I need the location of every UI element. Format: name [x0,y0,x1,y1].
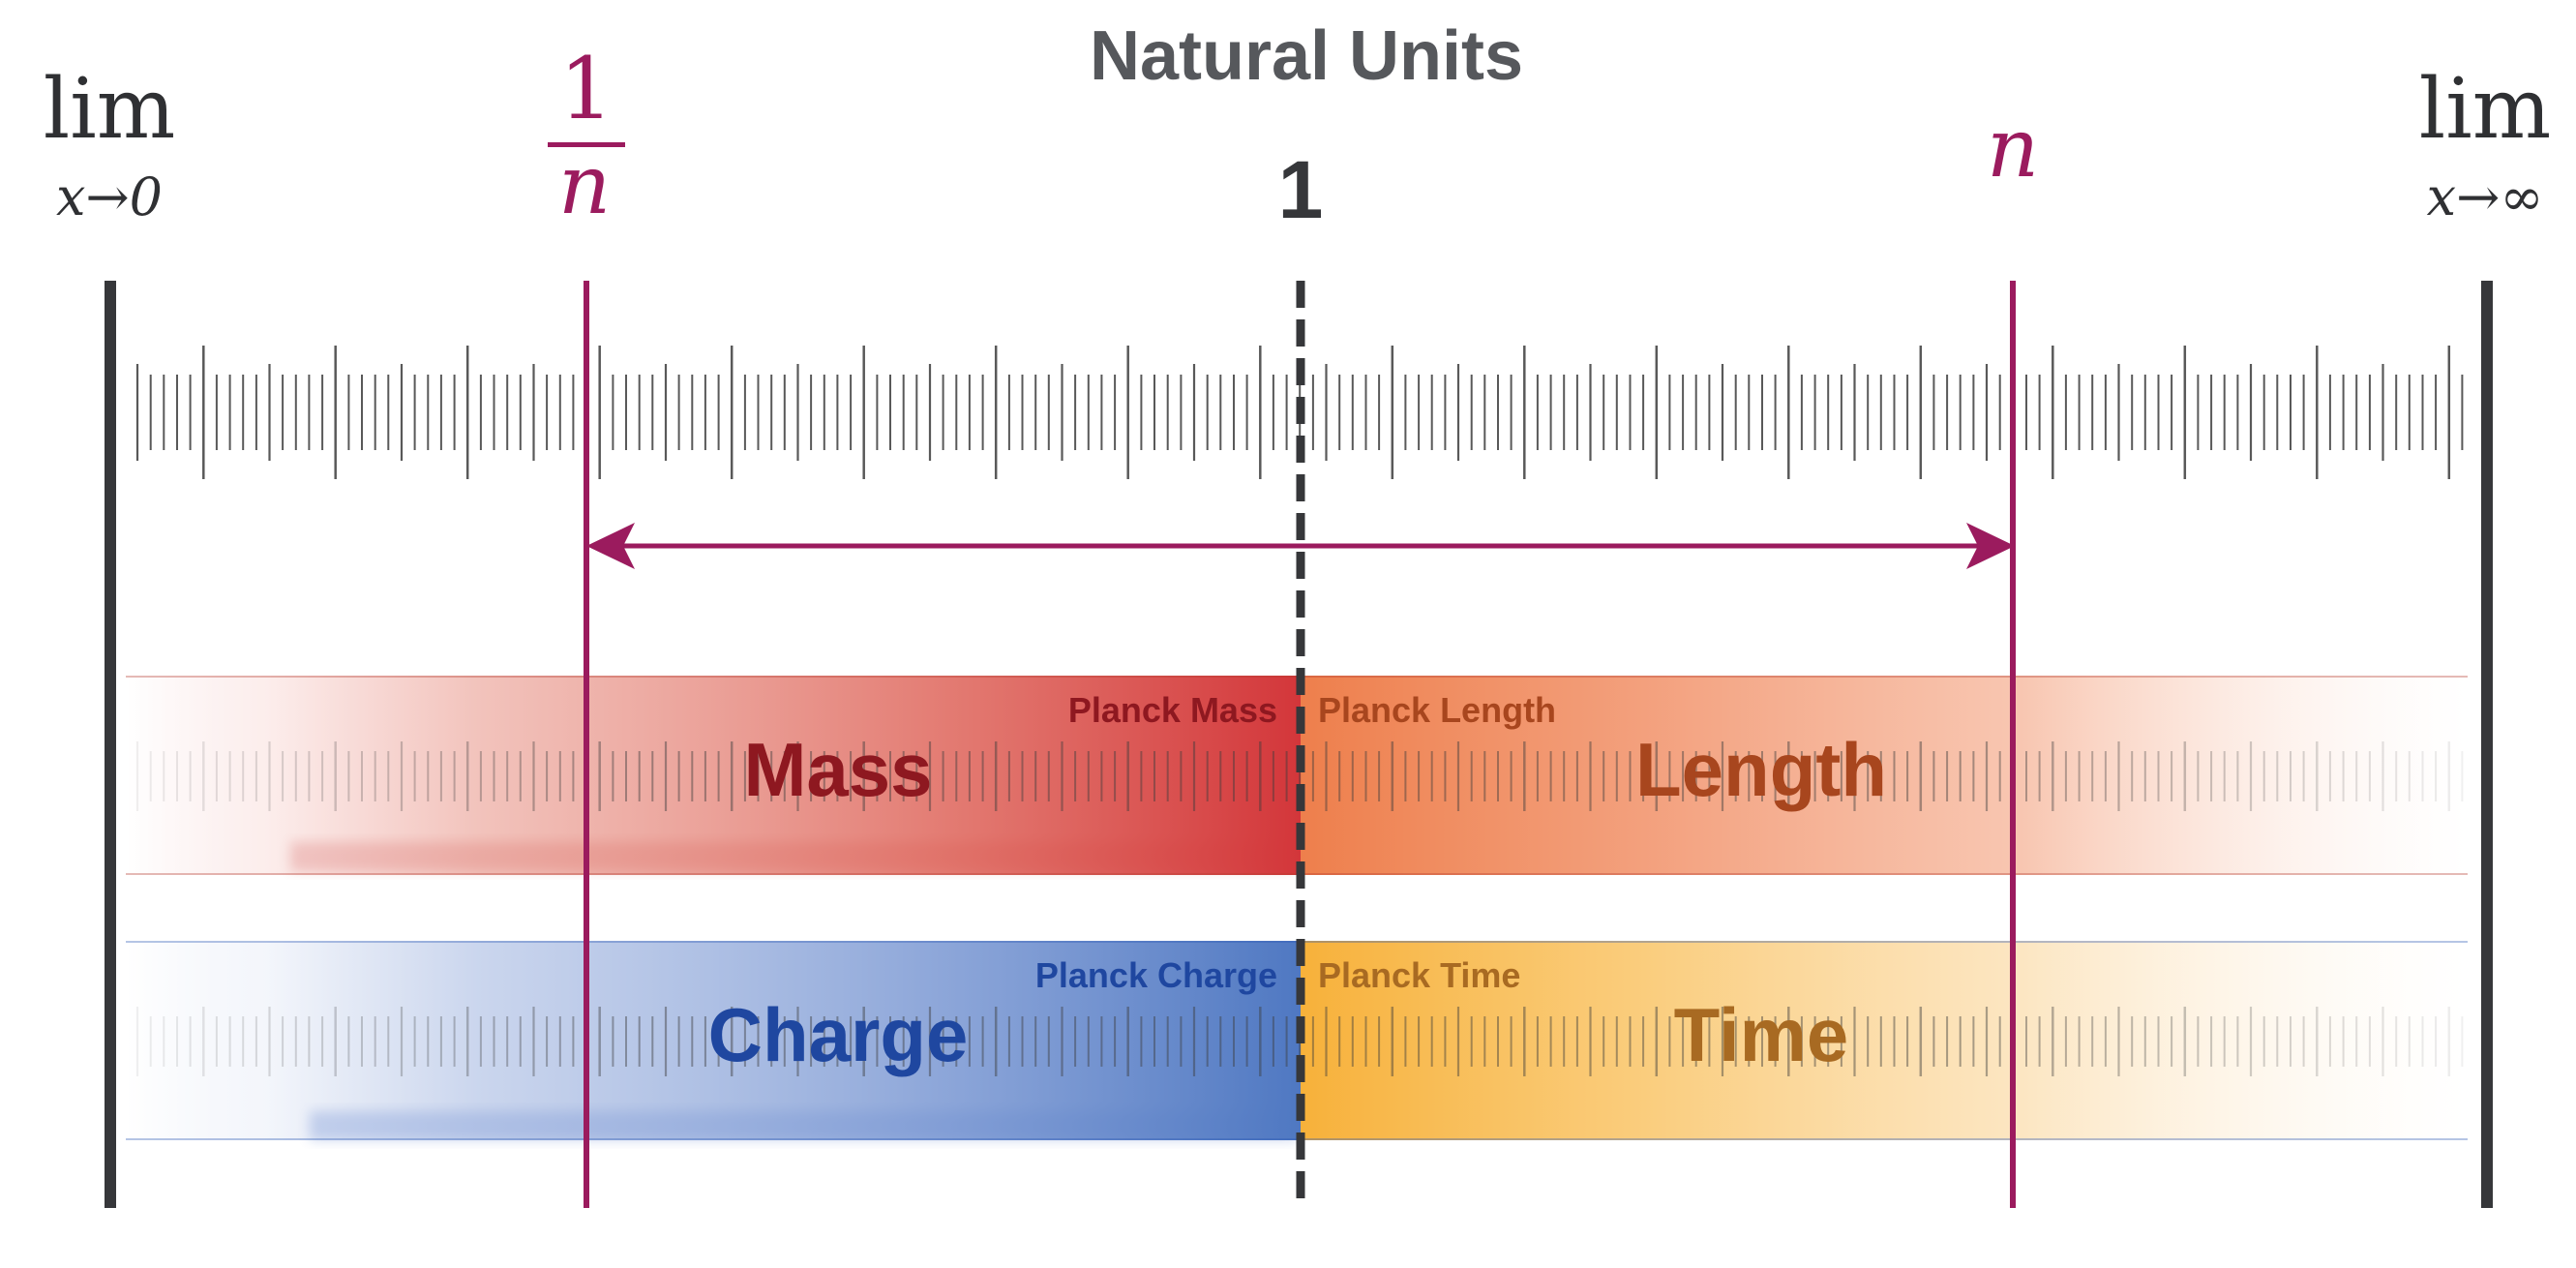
diagram-title: Natural Units [1090,17,1523,95]
planck-length-label: Planck Length [1318,690,1556,730]
left-limit-line [105,281,116,1208]
mass-band [126,676,1301,875]
top-ruler [135,346,2464,479]
right-limit-subscript: x→∞ [2427,166,2544,227]
charge-band [126,941,1301,1140]
left-limit-subscript: x→0 [56,166,163,227]
range-arrow [586,523,2015,569]
left-limit-label: lim [44,61,176,158]
planck-time-label: Planck Time [1318,955,1520,995]
unit-one-label: 1 [1278,144,1324,235]
inverse-n-line [584,281,589,1208]
inverse-n-numerator: 1 [559,39,614,138]
mass-length-band: Mass Planck Mass Length Planck Length [126,676,2468,875]
range-arrow-right-head [1966,523,2015,569]
planck-mass-label: Planck Mass [1068,690,1277,730]
range-arrow-left-head [586,523,635,569]
mass-label: Mass [743,727,932,812]
planck-charge-label: Planck Charge [1035,955,1277,995]
right-limit-line [2481,281,2493,1208]
n-line [2010,281,2016,1208]
inverse-n-fraction-bar [548,142,625,147]
inverse-n-denominator: n [558,137,611,232]
time-band [1301,941,2468,1140]
n-marker-label: n [1987,101,2039,196]
length-band [1301,676,2468,875]
charge-label: Charge [708,992,969,1077]
mass-length-ruler-ticks [135,741,2464,811]
length-label: Length [1635,727,1887,812]
charge-time-ruler-ticks [135,1007,2464,1076]
time-label: Time [1674,992,1849,1077]
right-limit-label: lim [2419,61,2552,158]
